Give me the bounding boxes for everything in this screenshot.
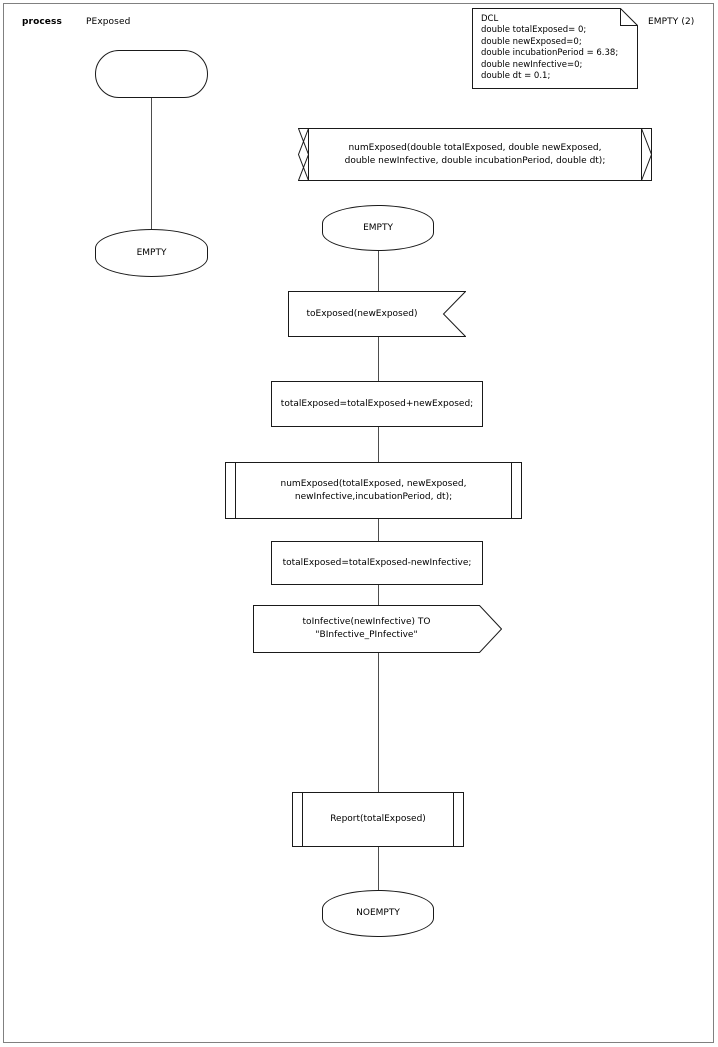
connector-input-to-task-add (378, 337, 379, 381)
connector-task-sub-to-output (378, 585, 379, 605)
process-keyword-label: process (22, 17, 62, 27)
connector-report-to-noempty (378, 847, 379, 890)
connector-proc-call-to-task-sub (378, 519, 379, 541)
start-label (96, 51, 207, 97)
declaration-note-box[interactable]: DCL double totalExposed= 0; double newEx… (472, 8, 638, 89)
task-symbol-subtract[interactable]: totalExposed=totalExposed-newInfective; (271, 541, 483, 585)
output-label-to-infective: toInfective(newInfective) TO "BInfective… (302, 617, 431, 640)
connector-task-add-to-proc-call (378, 427, 379, 462)
input-icon (288, 291, 466, 337)
start-symbol[interactable] (95, 50, 208, 98)
dcl-note-icon (472, 8, 638, 89)
declaration-text: DCL double totalExposed= 0; double newEx… (481, 14, 619, 82)
connector-empty-to-input (378, 251, 379, 291)
output-icon (253, 605, 502, 653)
input-label-to-exposed: toExposed(newExposed) (306, 308, 418, 319)
state-empty-left-label: EMPTY (136, 247, 167, 258)
procedure-declaration-icon (298, 128, 652, 181)
input-symbol-to-exposed[interactable]: toExposed(newExposed) (288, 291, 466, 337)
task-label-subtract: totalExposed=totalExposed-newInfective; (282, 557, 472, 568)
connector-start-to-empty (151, 98, 152, 229)
procedure-call-symbol-report[interactable]: Report(totalExposed) (292, 792, 464, 847)
connector-output-to-report (378, 653, 379, 792)
procedure-call-symbol-numexposed[interactable]: numExposed(totalExposed, newExposed, new… (225, 462, 522, 519)
procedure-call-label-numexposed: numExposed(totalExposed, newExposed, new… (280, 478, 467, 502)
task-symbol-add[interactable]: totalExposed=totalExposed+newExposed; (271, 381, 483, 427)
page-title: PExposed (86, 17, 131, 27)
state-noempty-label: NOEMPTY (356, 908, 400, 918)
procedure-declaration-label: numExposed(double totalExposed, double n… (344, 142, 606, 166)
state-empty-left[interactable]: EMPTY (95, 229, 208, 277)
output-symbol-to-infective[interactable]: toInfective(newInfective) TO "BInfective… (253, 605, 502, 653)
state-empty-main-label: EMPTY (363, 222, 393, 233)
page-number-label: EMPTY (2) (648, 17, 695, 27)
procedure-declaration-symbol[interactable]: numExposed(double totalExposed, double n… (298, 128, 652, 181)
state-empty-main[interactable]: EMPTY (322, 205, 434, 251)
state-noempty[interactable]: NOEMPTY (322, 890, 434, 937)
task-label-add: totalExposed=totalExposed+newExposed; (280, 398, 474, 409)
procedure-call-label-report: Report(totalExposed) (330, 814, 426, 824)
